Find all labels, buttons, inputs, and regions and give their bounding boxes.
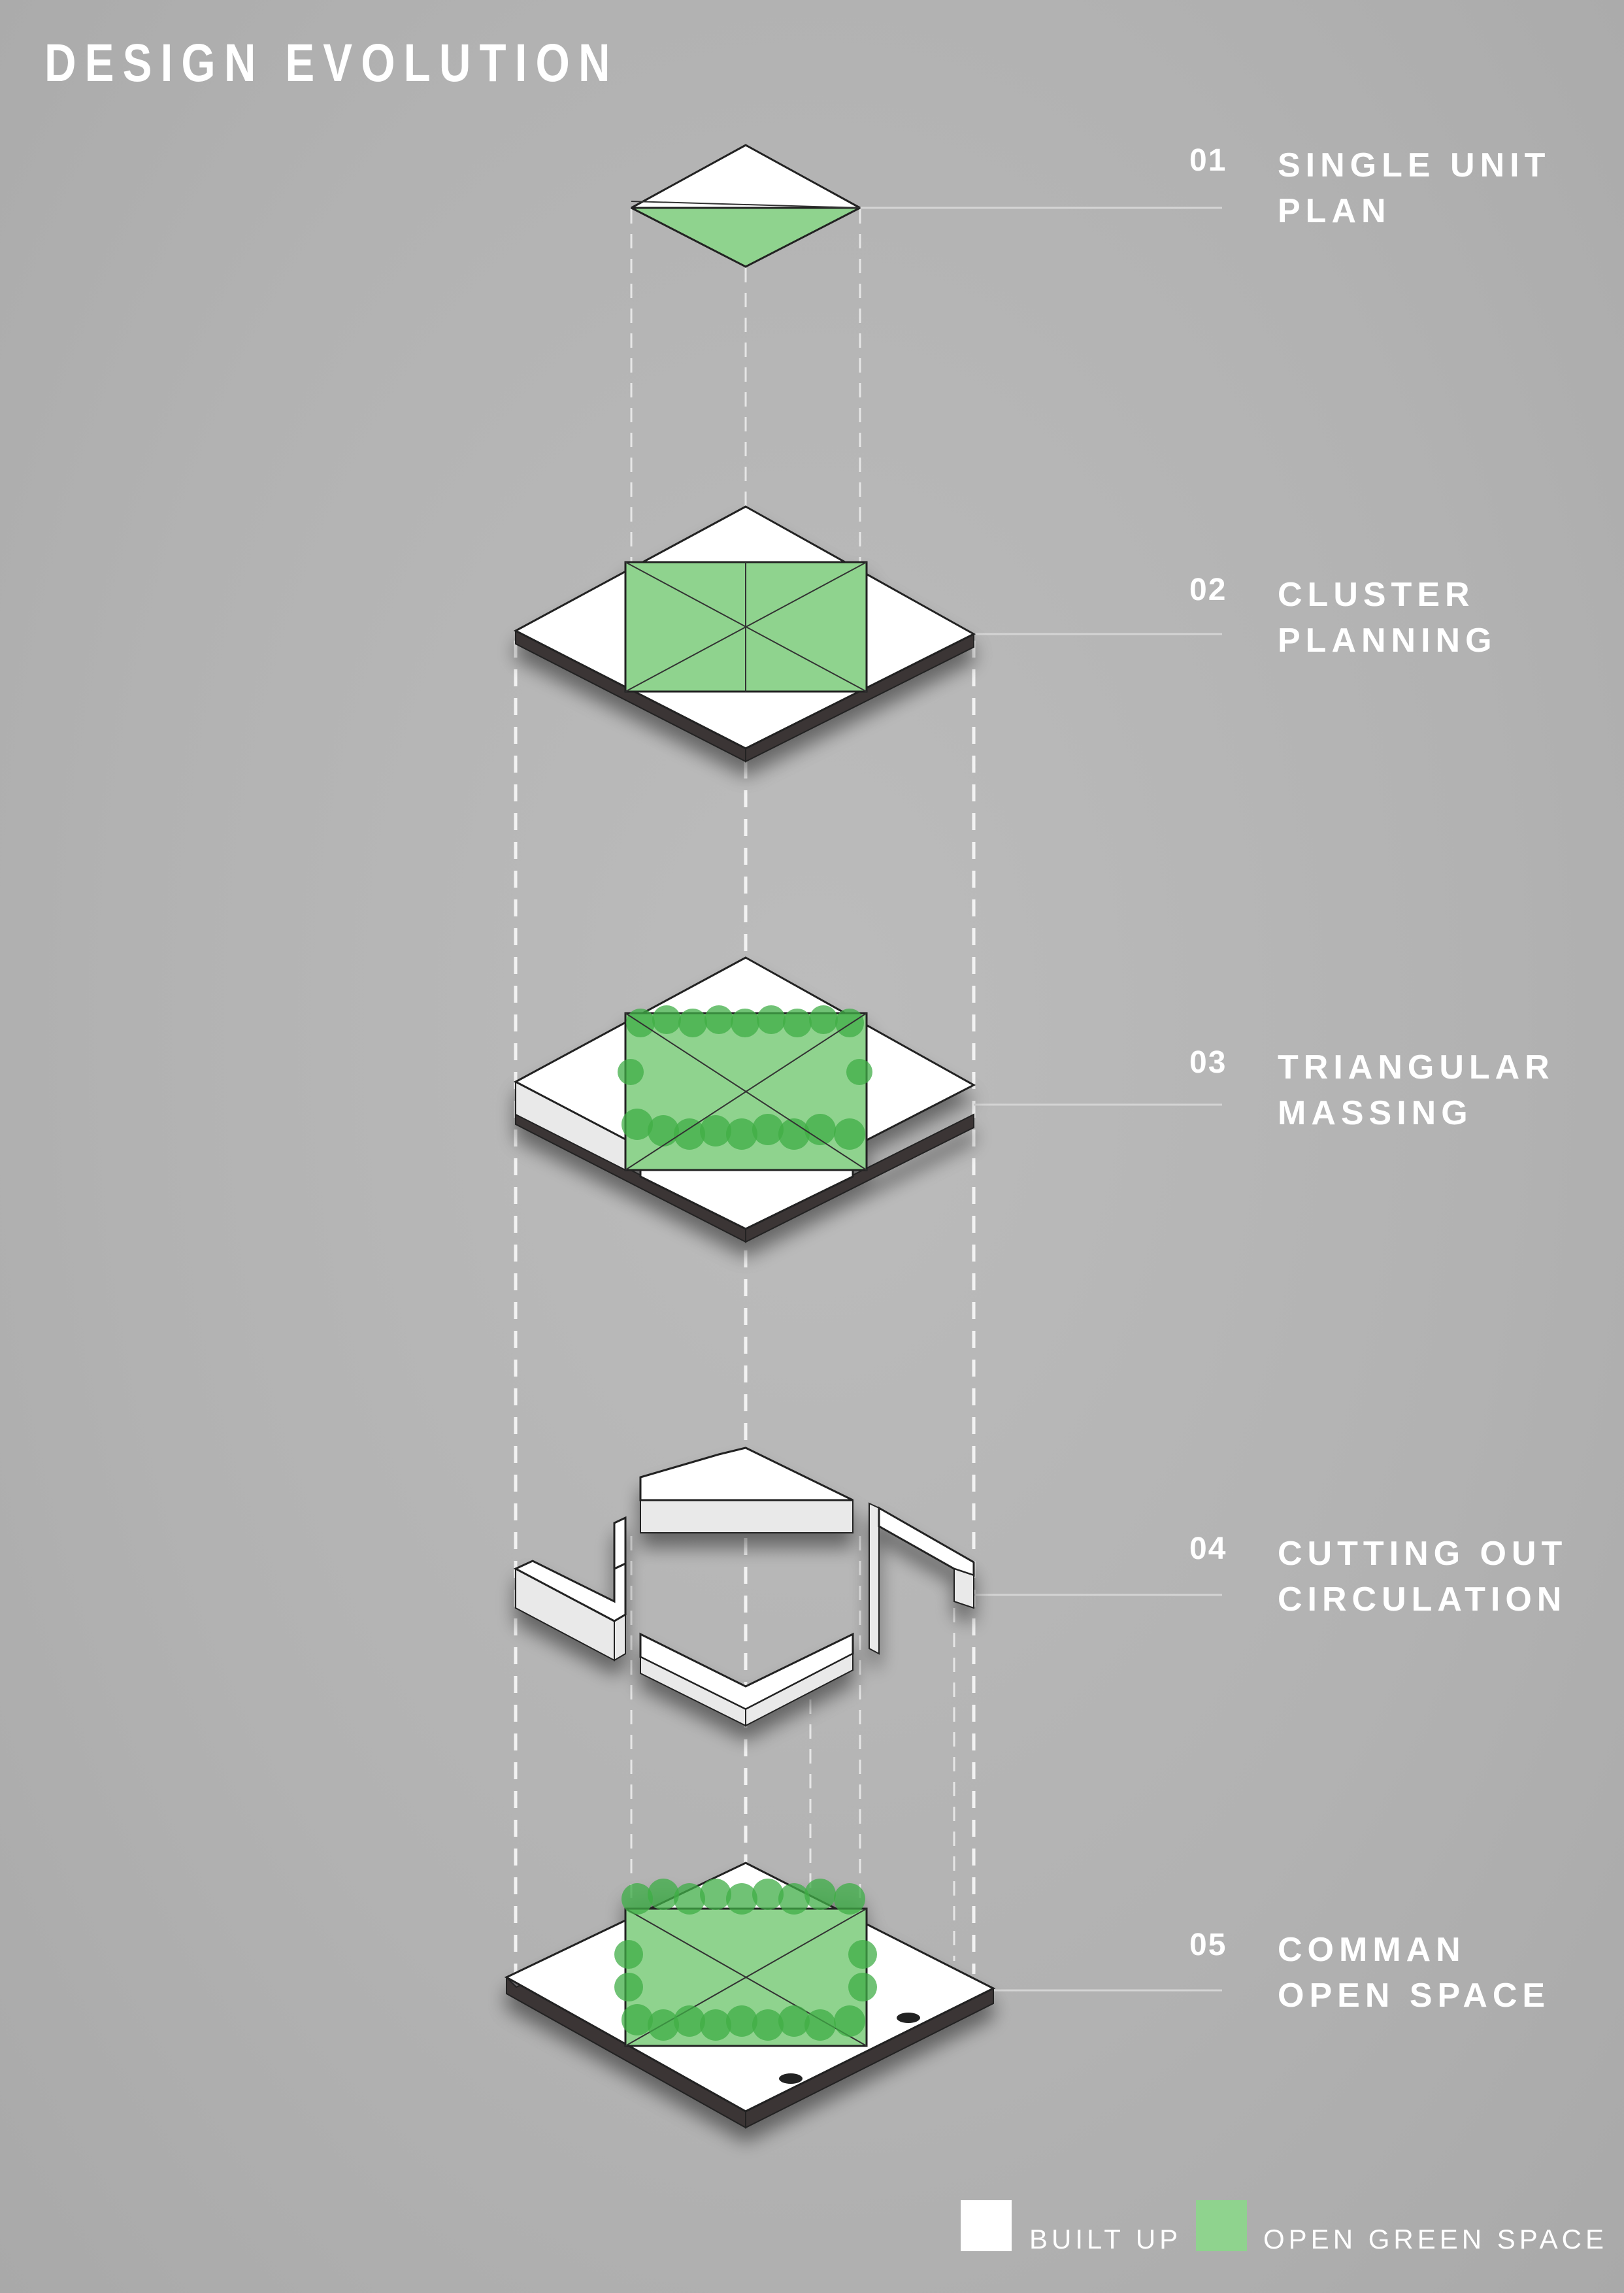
step-label-line-1: CUTTING OUT [1278, 1531, 1624, 1577]
step-label-line-2: OPEN SPACE [1278, 1973, 1624, 2018]
step-label-line-1: SINGLE UNIT [1278, 142, 1624, 188]
legend-swatch-built-up [961, 2200, 1012, 2251]
stage-05-open-space [506, 1863, 993, 2128]
step-number: 03 [1189, 1045, 1227, 1080]
step-label: CUTTING OUT CIRCULATION [1278, 1531, 1624, 1622]
stage-03-massing [516, 958, 974, 1242]
legend-label-built-up: BUILT UP [1029, 2224, 1182, 2255]
step-label-line-2: PLAN [1278, 188, 1624, 234]
step-label: CLUSTER PLANNING [1278, 572, 1624, 663]
step-label: SINGLE UNIT PLAN [1278, 142, 1624, 234]
step-label-line-2: MASSING [1278, 1090, 1624, 1136]
step-label: COMMAN OPEN SPACE [1278, 1927, 1624, 2018]
step-label-line-2: PLANNING [1278, 618, 1624, 663]
legend-swatch-open-green-space [1196, 2200, 1247, 2251]
step-label-line-1: TRIANGULAR [1278, 1045, 1624, 1090]
step-number: 05 [1189, 1927, 1227, 1963]
step-label-line-1: CLUSTER [1278, 572, 1624, 618]
step-label-line-1: COMMAN [1278, 1927, 1624, 1973]
legend-label-open-green-space: OPEN GREEN SPACE [1263, 2224, 1608, 2255]
stage-02-cluster [516, 507, 974, 762]
stage-01-single-unit [631, 145, 860, 267]
step-label: TRIANGULAR MASSING [1278, 1045, 1624, 1136]
step-label-line-2: CIRCULATION [1278, 1577, 1624, 1622]
step-number: 01 [1189, 142, 1227, 178]
step-number: 04 [1189, 1531, 1227, 1567]
step-number: 02 [1189, 572, 1227, 608]
